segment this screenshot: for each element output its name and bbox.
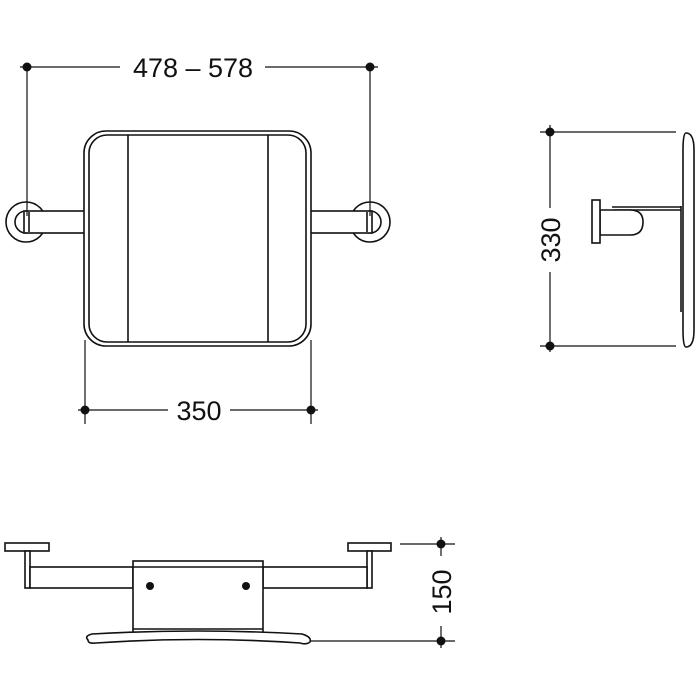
side-bracket-body [599, 209, 644, 236]
left-arm [23, 210, 87, 234]
footplate [85, 630, 312, 645]
screw-hole-left [146, 582, 154, 590]
top-view [4, 542, 392, 645]
back-rest-inner [88, 134, 307, 343]
left-rail [29, 566, 134, 589]
dimension-width-range: 478 – 578 [20, 53, 378, 216]
left-wall-flange [4, 542, 50, 552]
dimension-label-width-range: 478 – 578 [133, 53, 253, 83]
dimension-label-plate-width: 350 [176, 396, 221, 426]
side-back-plate [682, 132, 695, 348]
right-wall-flange [347, 542, 392, 552]
dimension-label-height: 330 [536, 217, 566, 262]
right-rail [262, 566, 368, 589]
dimension-height: 330 [536, 125, 676, 352]
screw-hole-right [242, 582, 250, 590]
center-housing [132, 560, 264, 634]
dimension-plate-width: 350 [78, 340, 318, 426]
back-rest-outer [83, 130, 312, 347]
side-wall-flange [591, 199, 601, 244]
dimension-depth: 150 [311, 537, 457, 648]
dimension-label-depth: 150 [427, 569, 457, 614]
front-view [5, 130, 391, 347]
side-view [591, 132, 695, 348]
right-arm [309, 210, 373, 234]
